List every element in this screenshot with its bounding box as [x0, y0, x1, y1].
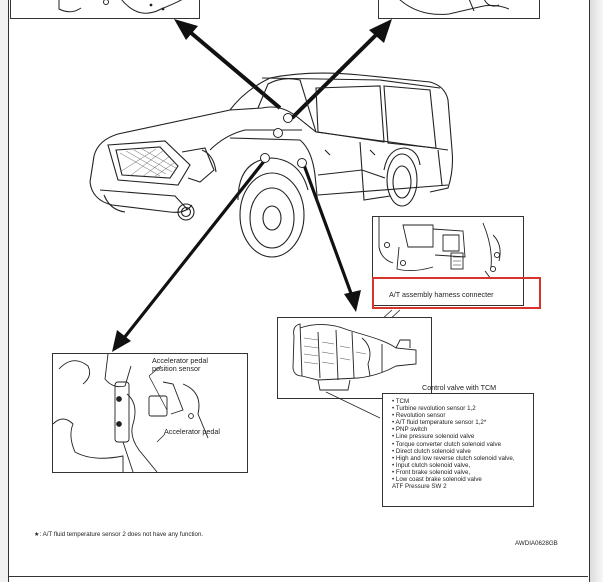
- arrow-top-left: [188, 30, 282, 110]
- component-list: • TCM • Turbine revolution sensor 1,2 • …: [392, 398, 515, 490]
- grille-mesh: [119, 148, 177, 178]
- control-valve-label: Control valve with TCM: [422, 383, 497, 392]
- arrowhead-transmission: [344, 290, 361, 312]
- inset-top-left-art: [58, 0, 183, 14]
- accelerator-sensor-label: Accelerator pedal position sensor: [152, 356, 208, 374]
- component-list-item: • Direct clutch solenoid valve: [392, 447, 471, 455]
- component-list-item: • High and low reverse clutch solenoid v…: [392, 454, 515, 462]
- inset-top-right-art: [399, 0, 510, 15]
- figure-id: AWDIA0628GB: [515, 540, 558, 547]
- arrowhead-top-right: [369, 19, 392, 43]
- component-list-item: • A/T fluid temperature sensor 1,2*: [392, 419, 487, 427]
- component-list-item: • Revolution sensor: [392, 412, 446, 420]
- component-list-item: • PNP switch: [392, 426, 428, 434]
- inset-accelerator-pedal: [52, 353, 248, 473]
- footnote: ★: A/T fluid temperature sensor 2 does n…: [34, 531, 204, 538]
- inset-top-left: [10, 0, 200, 19]
- accelerator-pedal-label: Accelerator pedal: [164, 427, 220, 436]
- page-shadow: [590, 0, 603, 582]
- component-list-item: • Torque converter clutch solenoid valve: [392, 440, 502, 448]
- harness-connector-highlight: [372, 277, 541, 309]
- wheel-rear: [383, 147, 421, 207]
- component-list-item: • Input clutch solenoid valve,: [392, 461, 471, 469]
- arrow-to-pedal: [122, 159, 267, 339]
- arrow-to-transmission: [302, 164, 354, 297]
- component-list-item: • TCM: [392, 398, 410, 405]
- harness-connector-label: A/T assembly harness connecter: [389, 290, 494, 299]
- arrow-top-right: [290, 32, 379, 120]
- component-locators: [260, 113, 307, 168]
- wheel-front: [237, 157, 309, 258]
- page-footer-rule: [8, 576, 588, 577]
- connector-illustration: [378, 217, 501, 280]
- suv-body: [89, 72, 454, 221]
- component-list-item: • Front brake solenoid valve,: [392, 468, 471, 476]
- pedal-illustration: [52, 353, 209, 473]
- component-list-item: ATF Pressure SW 2: [392, 483, 447, 491]
- transmission-illustration: [292, 323, 417, 391]
- inset-harness-connector: [372, 216, 524, 306]
- inset-top-right: [378, 0, 540, 19]
- component-list-item: • Turbine revolution sensor 1,2: [392, 405, 476, 413]
- component-list-box: • TCM • Turbine revolution sensor 1,2 • …: [382, 393, 534, 507]
- arrowhead-top-left: [174, 19, 198, 40]
- inset-control-valve: [277, 317, 432, 399]
- component-list-item: • Line pressure solenoid valve: [392, 433, 475, 441]
- arrowhead-pedal: [112, 330, 131, 352]
- component-list-item: • Low coast brake solenoid valve: [392, 476, 482, 484]
